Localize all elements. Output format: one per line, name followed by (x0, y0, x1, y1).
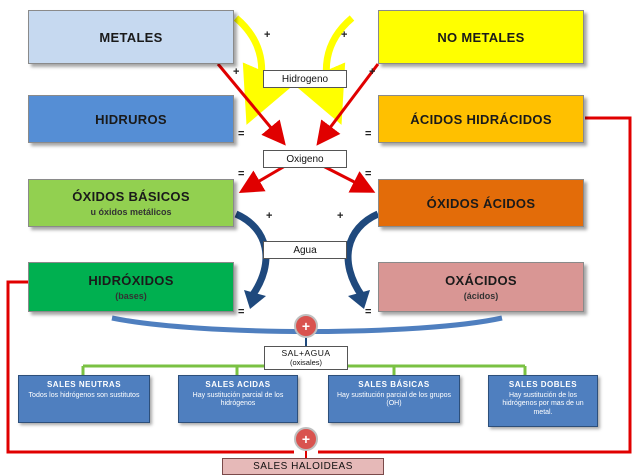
oxigeno-text: Oxigeno (286, 153, 324, 165)
hidruros-label: HIDRUROS (95, 111, 167, 127)
oxacidos-sub: (ácidos) (463, 291, 499, 301)
plus-sign: + (264, 29, 271, 41)
box-no-metales: NO METALES (378, 10, 584, 64)
plus-sign: + (369, 66, 376, 78)
sale-title: SALES DOBLES (508, 380, 578, 389)
hidrogeno-text: Hidrogeno (281, 73, 329, 85)
agua-text: Agua (293, 244, 317, 256)
sale-desc: Hay sustitución parcial de los hidrógeno… (192, 392, 284, 408)
red-arrow-oxigeno-oxbasicos (238, 164, 286, 194)
sale-desc: Todos los hidrógenos son sustitutos (28, 392, 140, 399)
oxidos-basicos-label: ÓXIDOS BÁSICOS (72, 189, 190, 204)
plus-sign: + (341, 29, 348, 41)
label-hidrogeno: Hidrogeno (263, 70, 347, 88)
navy-arrow-right-head (348, 290, 370, 309)
sal-agua-text: SAL+AGUA (281, 348, 331, 359)
plus-circle-icon: + (294, 427, 318, 451)
sale-box-basicas: SALES BÁSICAS Hay sustitución parcial de… (328, 375, 460, 423)
sales-haloideas-text: SALES HALOIDEAS (253, 461, 353, 472)
navy-arrow-left (234, 210, 270, 299)
oxidos-acidos-label: ÓXIDOS ÁCIDOS (426, 195, 536, 211)
red-line-right (318, 116, 632, 454)
sale-box-acidas: SALES ACIDAS Hay sustitución parcial de … (178, 375, 298, 423)
box-oxidos-basicos: ÓXIDOS BÁSICOS u óxidos metálicos (28, 179, 234, 227)
sale-title: SALES ACIDAS (205, 380, 271, 389)
equals-sign: = (238, 168, 245, 180)
oxidos-basicos-sub: u óxidos metálicos (90, 207, 172, 217)
equals-sign: = (238, 306, 245, 318)
box-metales: METALES (28, 10, 234, 64)
label-agua: Agua (263, 241, 347, 259)
navy-arrow-left-head (244, 290, 266, 309)
box-hidruros: HIDRUROS (28, 95, 234, 143)
box-hidroxidos: HIDRÓXIDOS (bases) (28, 262, 234, 312)
plus-sign: + (337, 210, 344, 222)
sale-desc: Hay sustitución de los hidrógenos por ma… (502, 392, 584, 416)
label-sal-agua: SAL+AGUA (oxisales) (264, 346, 348, 370)
navy-arrow-right (344, 210, 380, 299)
oxisales-text: (oxisales) (289, 357, 323, 367)
equals-sign: = (365, 168, 372, 180)
oxacidos-label: OXÁCIDOS (445, 273, 517, 288)
plus-circle-icon: + (294, 314, 318, 338)
box-acidos-hidracidos: ÁCIDOS HIDRÁCIDOS (378, 95, 584, 143)
acidos-hidracidos-label: ÁCIDOS HIDRÁCIDOS (410, 111, 552, 127)
sale-box-neutras: SALES NEUTRAS Todos los hidrógenos son s… (18, 375, 150, 423)
metales-label: METALES (99, 29, 163, 45)
no-metales-label: NO METALES (437, 29, 525, 45)
label-oxigeno: Oxigeno (263, 150, 347, 168)
box-sales-haloideas: SALES HALOIDEAS (222, 458, 384, 475)
sale-box-dobles: SALES DOBLES Hay sustitución de los hidr… (488, 375, 598, 427)
equals-sign: = (238, 128, 245, 140)
sale-title: SALES NEUTRAS (46, 380, 122, 389)
hidroxidos-sub: (bases) (115, 291, 147, 301)
plus-sign: + (266, 210, 273, 222)
red-line-left (6, 280, 294, 454)
yellow-arrow-left (233, 15, 295, 125)
red-arrow-nometales-oxigeno (316, 63, 380, 146)
red-arrow-metales-oxigeno (216, 63, 286, 146)
hidroxidos-label: HIDRÓXIDOS (88, 273, 174, 288)
plus-sign: + (233, 66, 240, 78)
red-arrow-oxigeno-oxacidos (322, 164, 376, 193)
sale-desc: Hay sustitución parcial de los grupos (O… (336, 392, 451, 408)
equals-sign: = (365, 128, 372, 140)
equals-sign: = (365, 306, 372, 318)
box-oxacidos: OXÁCIDOS (ácidos) (378, 262, 584, 312)
box-oxidos-acidos: ÓXIDOS ÁCIDOS (378, 179, 584, 227)
yellow-arrow-right (293, 15, 355, 125)
sale-title: SALES BÁSICAS (358, 380, 430, 389)
